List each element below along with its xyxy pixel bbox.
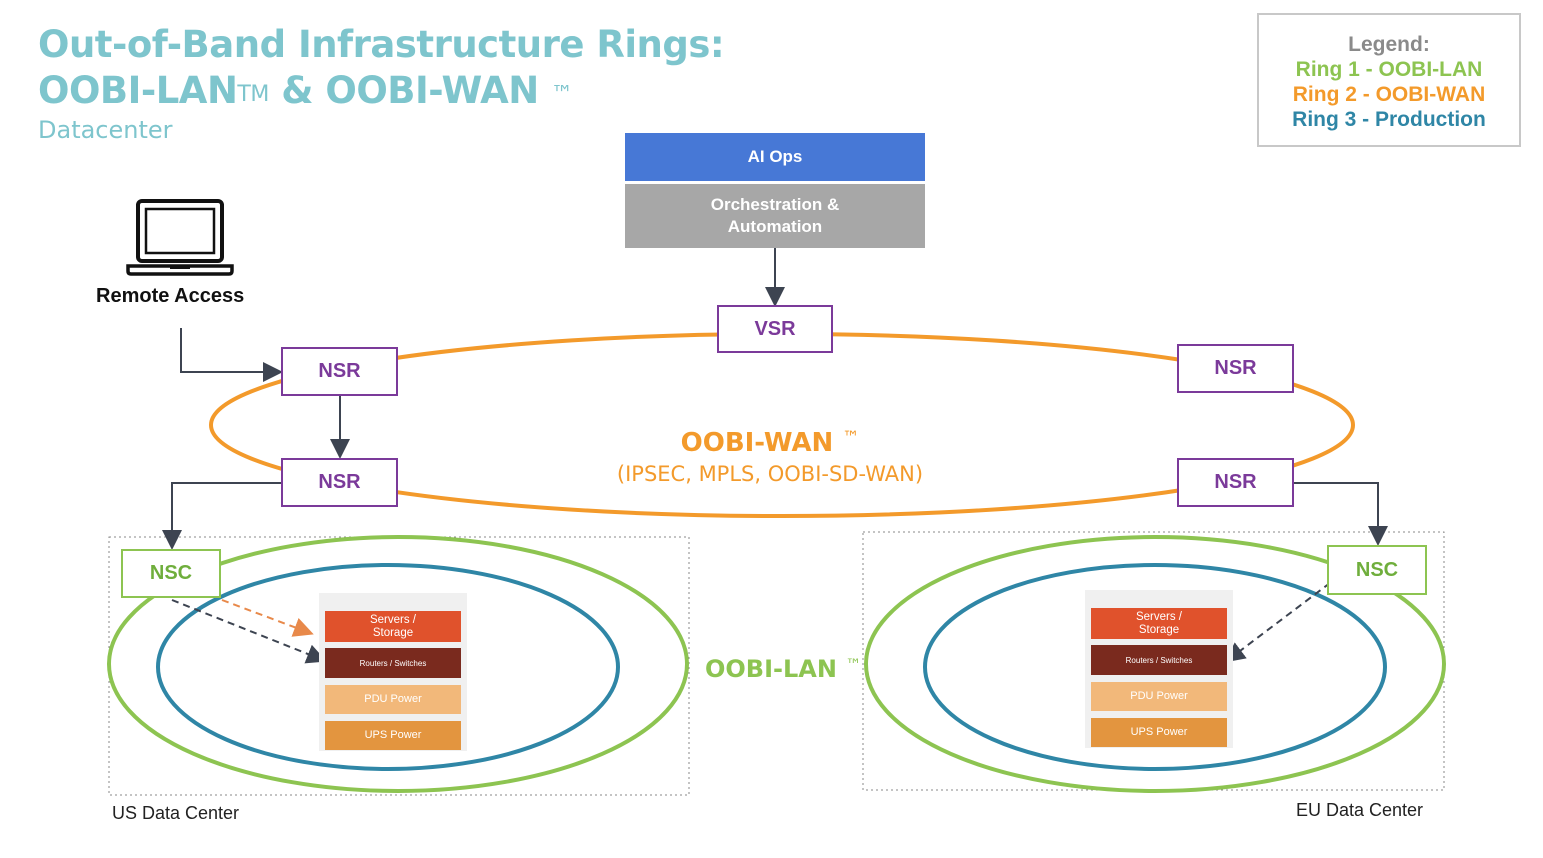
page-title: Out-of-Band Infrastructure Rings: OOBI-L…: [38, 22, 725, 114]
oobi-lan-tm: ™: [845, 655, 862, 674]
eu-rack-pdu[interactable]: PDU Power: [1091, 682, 1227, 711]
nsr-to-us-nsc-arrow: [162, 482, 282, 550]
eu-rack-servers[interactable]: Servers / Storage: [1091, 608, 1227, 639]
nsr-node-top-left[interactable]: NSR: [281, 347, 398, 396]
legend-heading: Legend:: [1348, 33, 1430, 56]
title-tm-1: TM: [237, 82, 269, 107]
us-rack-servers[interactable]: Servers / Storage: [325, 611, 461, 642]
legend: Legend: Ring 1 - OOBI-LAN Ring 2 - OOBI-…: [1257, 13, 1521, 147]
us-rack-pdu[interactable]: PDU Power: [325, 685, 461, 714]
us-oobi-lan-ring: [107, 535, 689, 793]
remote-to-nsr-arrow: [180, 328, 283, 382]
oobi-wan-protocols: (IPSEC, MPLS, OOBI-SD-WAN): [616, 462, 924, 486]
eu-production-ring: [923, 563, 1387, 771]
nsr-node-top-right[interactable]: NSR: [1177, 344, 1294, 393]
title-oobi-lan: OOBI-LAN: [38, 69, 238, 112]
title-line-2: OOBI-LANTM & OOBI-WAN ™: [38, 68, 724, 114]
legend-item-ring-2: Ring 2 - OOBI-WAN: [1292, 83, 1486, 106]
eu-rack-routers[interactable]: Routers / Switches: [1091, 645, 1227, 675]
oobi-lan-label: OOBI-LAN ™: [705, 655, 861, 683]
legend-item-ring-3: Ring 3 - Production: [1292, 108, 1486, 131]
nsc-node-eu[interactable]: NSC: [1327, 545, 1427, 595]
oobi-lan-text: OOBI-LAN: [705, 655, 837, 683]
remote-access-label: Remote Access: [96, 285, 245, 307]
oobi-wan-text: OOBI-WAN: [680, 428, 834, 458]
oobi-wan-label: OOBI-WAN ™: [600, 428, 940, 458]
nsc-node-us[interactable]: NSC: [121, 549, 221, 598]
oobi-wan-tm: ™: [842, 428, 860, 448]
nsr-node-bottom-right[interactable]: NSR: [1177, 458, 1294, 507]
us-datacenter-label: US Data Center: [112, 803, 240, 823]
title-line-1: Out-of-Band Infrastructure Rings:: [38, 23, 725, 66]
eu-nsc-to-routers-dashed: [1224, 582, 1331, 663]
eu-datacenter-label: EU Data Center: [1296, 800, 1424, 820]
eu-rack-ups[interactable]: UPS Power: [1091, 718, 1227, 747]
us-rack: Servers / Storage Routers / Switches PDU…: [319, 593, 467, 751]
us-nsc-to-routers-dashed: [171, 599, 327, 664]
laptop-icon: [126, 199, 234, 276]
title-tm-2: ™: [551, 82, 573, 107]
us-rack-routers[interactable]: Routers / Switches: [325, 648, 461, 678]
nsr-node-bottom-left[interactable]: NSR: [281, 458, 398, 507]
us-production-ring: [156, 563, 620, 771]
legend-item-ring-1: Ring 1 - OOBI-LAN: [1295, 58, 1483, 81]
eu-rack: Servers / Storage Routers / Switches PDU…: [1085, 590, 1233, 748]
us-nsc-to-servers-dashed: [221, 599, 314, 637]
ai-ops-block[interactable]: AI Ops: [625, 133, 925, 181]
page-subtitle: Datacenter: [38, 116, 173, 144]
orchestration-block[interactable]: Orchestration & Automation: [625, 184, 925, 248]
title-oobi-wan: & OOBI-WAN: [268, 69, 552, 112]
eu-oobi-lan-ring: [864, 535, 1446, 793]
vsr-node[interactable]: VSR: [717, 305, 833, 353]
us-rack-ups[interactable]: UPS Power: [325, 721, 461, 750]
nsr-to-eu-nsc-arrow: [1294, 482, 1388, 546]
